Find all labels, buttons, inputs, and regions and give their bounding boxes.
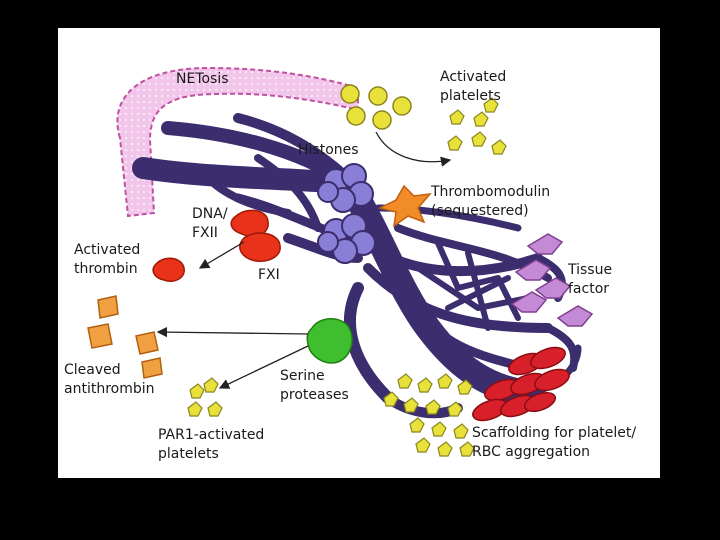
label-thrombomodulin: Thrombomodulin (sequestered) (431, 183, 550, 221)
thrombomodulin-shape (377, 184, 432, 228)
red-blood-cells (472, 346, 570, 422)
figure-panel: NETosis Activated platelets Histones Thr… (58, 28, 660, 478)
activated-platelets-shapes (447, 97, 507, 155)
label-serine-proteases: Serine proteases (280, 367, 349, 405)
histone-cluster-bottom (317, 213, 376, 264)
histone-cluster-top (317, 163, 374, 213)
label-line: (sequestered) (431, 203, 529, 219)
label-line: proteases (280, 387, 349, 403)
label-line: PAR1-activated (158, 427, 265, 443)
label-cleaved-antithrombin: Cleaved antithrombin (64, 361, 155, 399)
label-line: Tissue (568, 262, 613, 278)
thrombin-blob (152, 257, 185, 282)
label-par1-platelets: PAR1-activated platelets (158, 426, 264, 464)
antithrombin-shapes (87, 295, 163, 379)
label-line: RBC aggregation (472, 444, 591, 460)
par1-platelet-shapes (187, 377, 223, 417)
label-scaffolding: Scaffolding for platelet/ RBC aggregatio… (472, 424, 636, 462)
label-line: Cleaved (64, 362, 121, 378)
label-line: platelets (440, 88, 501, 104)
label-line: Scaffolding for platelet/ (472, 425, 637, 441)
label-line: thrombin (74, 261, 138, 277)
scaffold-platelet-shapes (383, 373, 475, 457)
label-line: Thrombomodulin (431, 184, 551, 200)
tissue-factor-group (510, 233, 594, 327)
label-line: Activated (74, 242, 141, 258)
label-line: Serine (280, 368, 325, 384)
label-line: FXII (192, 225, 218, 241)
arrows (156, 131, 452, 389)
resting-platelets (340, 84, 412, 130)
label-tissue-factor: Tissue factor (568, 261, 612, 299)
label-fxi: FXI (258, 267, 280, 283)
label-histones: Histones (298, 142, 359, 158)
label-activated-platelets: Activated platelets (440, 68, 506, 106)
serine-protease-blob (306, 318, 353, 364)
net-diagram (87, 66, 594, 457)
label-line: factor (568, 281, 610, 297)
label-netosis: NETosis (176, 71, 229, 87)
label-line: Activated (440, 69, 507, 85)
label-line: platelets (158, 446, 219, 462)
label-activated-thrombin: Activated thrombin (74, 241, 140, 279)
label-line: DNA/ (192, 206, 228, 222)
label-line: antithrombin (64, 381, 155, 397)
label-dna-fxii: DNA/ FXII (192, 205, 228, 243)
fxi-blob (239, 232, 281, 262)
